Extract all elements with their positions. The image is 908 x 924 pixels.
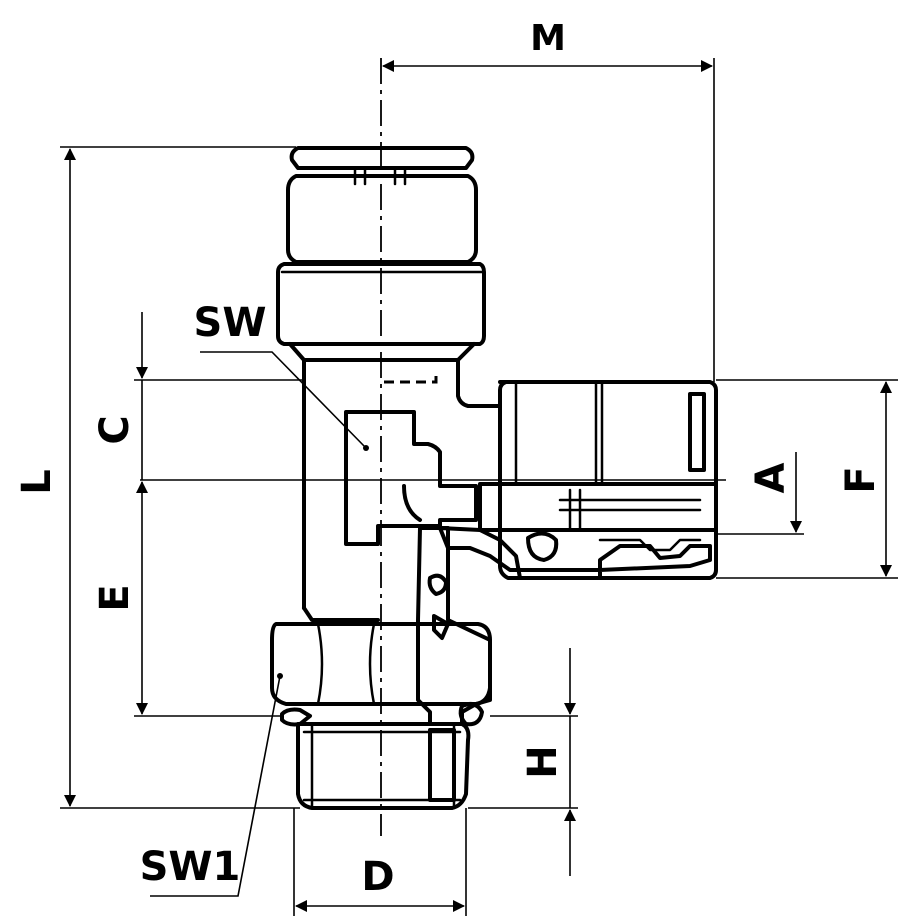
branch-o-ring	[526, 531, 559, 562]
label-A: A	[748, 462, 794, 493]
o-ring-lower	[458, 702, 484, 727]
label-D: D	[361, 854, 394, 900]
center-lines	[140, 58, 726, 836]
label-C: C	[92, 415, 138, 444]
upper-cartridge	[286, 174, 478, 264]
label-SW1: SW1	[140, 844, 241, 890]
hex-pocket	[344, 410, 478, 546]
upper-nut	[276, 262, 486, 346]
thread-stub	[296, 722, 471, 810]
extension-lines	[60, 58, 898, 916]
leader-SW	[200, 351, 367, 449]
label-L: L	[14, 469, 60, 495]
section-view	[416, 526, 492, 802]
main-body-right-top	[456, 358, 502, 408]
leader-SW1	[150, 675, 281, 897]
label-E: E	[92, 584, 138, 611]
label-SW: SW	[194, 300, 267, 346]
dimension-lines	[64, 60, 892, 912]
side-branch	[438, 380, 718, 580]
label-H: H	[520, 745, 566, 778]
seal-ring	[280, 707, 312, 727]
release-collar	[289, 146, 475, 170]
dimension-labels: M L SW C E A F H D SW1	[14, 18, 884, 900]
label-F: F	[838, 466, 884, 493]
o-ring-side	[427, 573, 448, 596]
label-M: M	[530, 18, 566, 59]
